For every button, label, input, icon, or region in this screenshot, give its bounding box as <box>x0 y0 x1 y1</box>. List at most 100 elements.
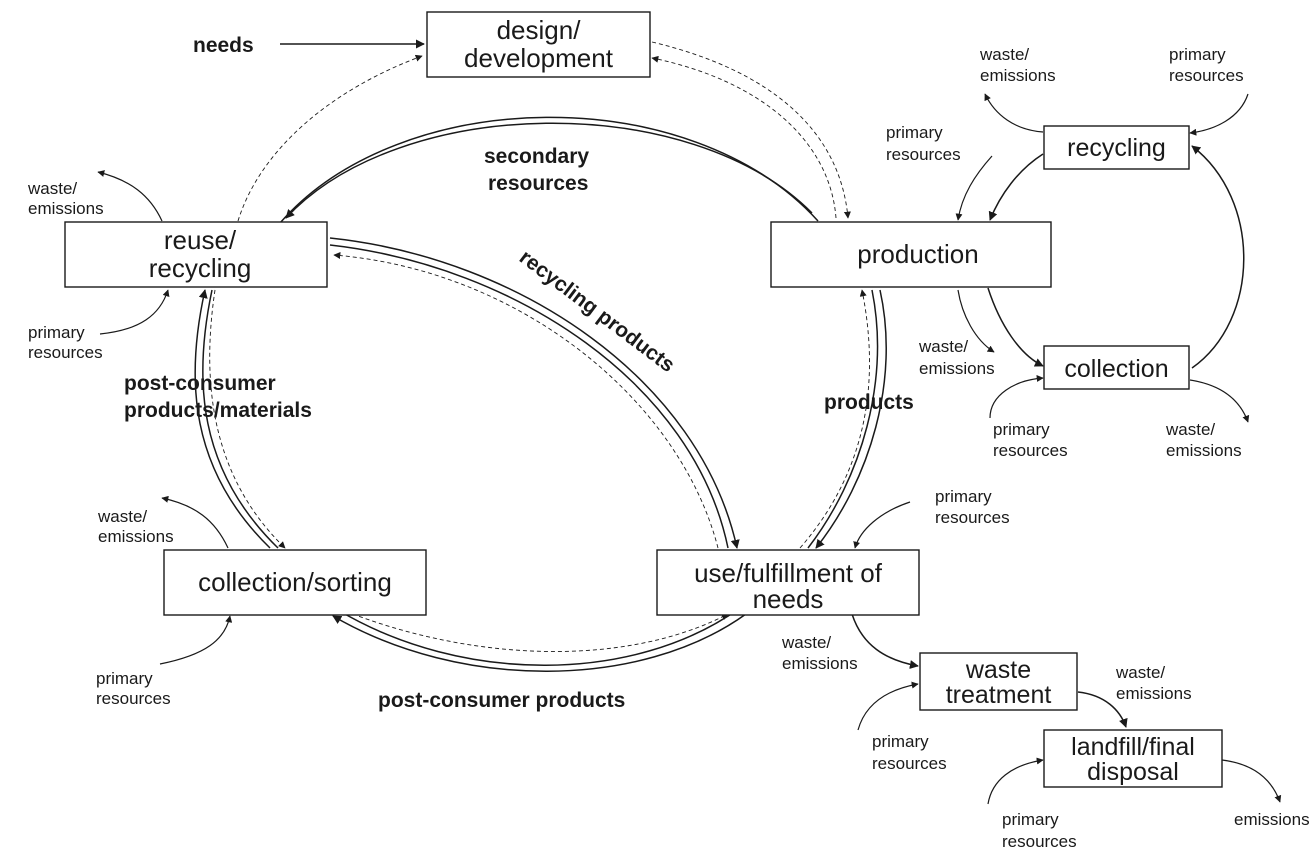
resources-line: resources <box>993 441 1068 460</box>
waste-line: waste/ <box>1115 663 1165 682</box>
primary-line: primary <box>96 669 153 688</box>
primary-arrow-reuse <box>99 289 170 335</box>
design-development-box: design/ development <box>426 11 651 78</box>
primary-line: primary <box>1169 45 1226 64</box>
emissions-line: emissions <box>98 527 174 546</box>
waste-emissions-use: waste/ emissions <box>781 633 858 673</box>
primary-arrow-landfill <box>987 757 1044 805</box>
waste-emissions-reuse: waste/ emissions <box>27 179 104 218</box>
waste-treatment-line-1: waste <box>965 656 1031 684</box>
waste-arrow-collection <box>1189 379 1250 423</box>
production-to-collection-arrow <box>987 287 1044 367</box>
use-fulfillment-line-1: use/fulfillment of <box>694 558 883 588</box>
landfill-line-2: disposal <box>1087 758 1179 786</box>
dashed-flow-production-to-design <box>651 55 837 219</box>
emissions-line: emissions <box>782 654 858 673</box>
emissions-landfill: emissions <box>1234 810 1309 829</box>
needs-label: needs <box>193 34 254 57</box>
collection-label: collection <box>1064 355 1168 383</box>
dashed-flow-reuse-to-design <box>237 54 423 222</box>
design-development-line-2: development <box>464 43 614 73</box>
post-consumer-products-flow-inner <box>337 607 741 666</box>
primary-arrow-production <box>955 155 993 221</box>
waste-emissions-recycling: waste/ emissions <box>979 45 1056 85</box>
resources-line: resources <box>872 754 947 773</box>
primary-resources-collection-sorting: primary resources <box>96 669 171 708</box>
primary-arrow-waste-treatment <box>857 681 919 731</box>
post-consumer-materials-flow <box>194 289 271 549</box>
waste-emissions-collection: waste/ emissions <box>1165 420 1242 460</box>
emissions-line: emissions <box>919 359 995 378</box>
recycling-products-flow-inner <box>329 244 729 549</box>
primary-resources-reuse: primary resources <box>28 323 103 362</box>
waste-treatment-box: waste treatment <box>919 652 1078 711</box>
waste-emissions-production: waste/ emissions <box>918 337 995 378</box>
production-label: production <box>857 239 978 269</box>
primary-line: primary <box>1002 810 1059 829</box>
waste-treatment-line-2: treatment <box>946 681 1052 709</box>
resources-line: resources <box>96 689 171 708</box>
primary-line: primary <box>28 323 85 342</box>
post-consumer-materials-line-2: products/materials <box>124 399 312 422</box>
secondary-resources-line-1: secondary <box>484 145 589 168</box>
waste-arrow-collection-sorting <box>161 495 229 549</box>
dashed-flow-collection-to-use <box>332 605 729 652</box>
post-consumer-materials-flow-inner <box>202 289 279 549</box>
recycling-to-production-arrow <box>988 153 1044 221</box>
landfill-line-1: landfill/final <box>1071 733 1195 761</box>
waste-line: waste/ <box>97 507 147 526</box>
primary-resources-landfill: primary resources <box>1002 810 1077 851</box>
primary-resources-use: primary resources <box>935 487 1010 527</box>
emissions-line: emissions <box>1166 441 1242 460</box>
primary-arrow-collection <box>989 374 1044 419</box>
production-box: production <box>770 221 1052 288</box>
primary-line: primary <box>993 420 1050 439</box>
primary-arrow-recycling <box>1189 93 1249 136</box>
waste-line: waste/ <box>918 337 968 356</box>
primary-line: primary <box>935 487 992 506</box>
products-flow <box>815 289 887 549</box>
post-consumer-products-label: post-consumer products <box>378 689 625 712</box>
waste-arrow-production <box>957 289 995 353</box>
emissions-line: emissions <box>28 199 104 218</box>
secondary-resources-flow <box>279 116 819 224</box>
primary-arrow-collection-sorting <box>159 615 233 665</box>
collection-sorting-label: collection/sorting <box>198 567 392 597</box>
products-label: products <box>824 391 914 414</box>
products-flow-inner <box>807 289 879 549</box>
secondary-resources-flow-return <box>285 122 813 219</box>
recycling-products-label: recycling products <box>515 246 679 377</box>
resources-line: resources <box>1002 832 1077 851</box>
emissions-arrow-landfill <box>1221 759 1282 803</box>
resources-line: resources <box>935 508 1010 527</box>
post-consumer-products-flow <box>332 613 747 672</box>
primary-line: primary <box>886 123 943 142</box>
secondary-resources-line-2: resources <box>488 172 588 195</box>
recycling-box: recycling <box>1043 125 1190 170</box>
primary-line: primary <box>872 732 929 751</box>
landfill-box: landfill/final disposal <box>1043 729 1223 788</box>
primary-arrow-use <box>853 501 911 549</box>
waste-treatment-to-landfill-arrow <box>1077 691 1128 728</box>
use-to-waste-treatment-arrow <box>851 613 919 669</box>
collection-box: collection <box>1043 345 1190 390</box>
collection-sorting-box: collection/sorting <box>163 549 427 616</box>
use-fulfillment-line-2: needs <box>753 584 824 614</box>
resources-line: resources <box>886 145 961 164</box>
dashed-flow-design-to-production <box>651 41 851 219</box>
resources-line: resources <box>1169 66 1244 85</box>
waste-line: waste/ <box>27 179 77 198</box>
dashed-flow-use-to-reuse <box>333 252 719 549</box>
recycling-products-flow <box>329 237 740 549</box>
reuse-recycling-line-2: recycling <box>149 253 252 283</box>
use-fulfillment-box: use/fulfillment of needs <box>656 549 920 616</box>
primary-resources-collection: primary resources <box>993 420 1068 460</box>
waste-line: waste/ <box>1165 420 1215 439</box>
emissions-line: emissions <box>980 66 1056 85</box>
waste-arrow-reuse <box>97 170 163 222</box>
dashed-flow-use-to-production <box>799 289 870 549</box>
primary-resources-production: primary resources <box>886 123 961 164</box>
waste-emissions-collection-sorting: waste/ emissions <box>97 507 174 546</box>
dashed-flow-reuse-to-collection <box>209 289 286 549</box>
